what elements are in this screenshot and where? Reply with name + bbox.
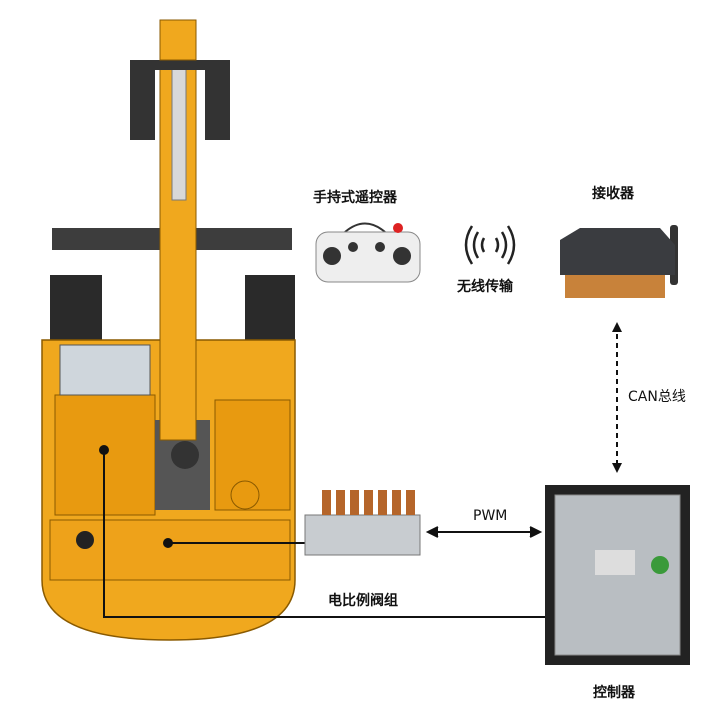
- valve-group-image: [304, 490, 421, 556]
- controller-label: 控制器: [593, 685, 635, 701]
- wireless-label: 无线传输: [457, 279, 513, 295]
- can-bus-label: CAN总线: [628, 389, 686, 405]
- remote-control-image: [315, 222, 421, 283]
- pwm-label: PWM: [473, 508, 508, 524]
- remote-label: 手持式遥控器: [313, 190, 397, 206]
- wireless-signal-icon: [464, 225, 516, 265]
- receiver-label: 接收器: [592, 186, 634, 202]
- connection-lines: [99, 322, 622, 618]
- excavator: [41, 19, 296, 641]
- receiver-image: [560, 225, 678, 298]
- valve-group-label: 电比例阀组: [328, 593, 398, 609]
- controller-image: [545, 485, 690, 665]
